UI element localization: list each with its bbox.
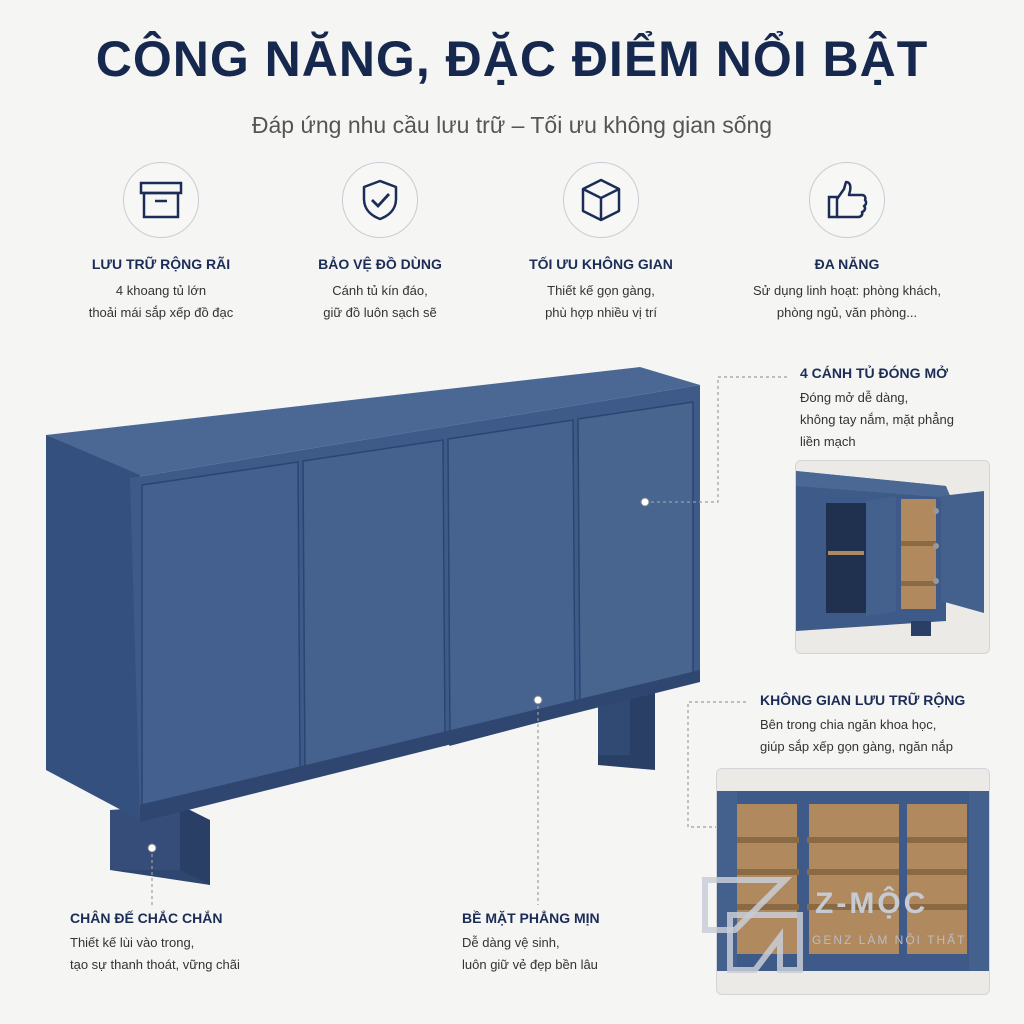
callout-desc-line: Đóng mở dễ dàng,: [800, 390, 909, 405]
callout-desc-line: Bên trong chia ngăn khoa học,: [760, 717, 937, 732]
thumbs-up-icon: [809, 162, 885, 238]
feature-desc-line: 4 khoang tủ lớn: [115, 283, 207, 298]
feature-desc-line: Thiết kế gọn gàng,: [547, 283, 655, 298]
callout-desc-line: liền mạch: [800, 434, 856, 449]
brand-logo-icon: [702, 877, 803, 973]
cabinet-door: [141, 461, 301, 806]
feature-desc-line: phòng ngủ, văn phòng...: [776, 305, 918, 320]
storage-box-icon: [123, 162, 199, 238]
callout-desc-line: Dễ dàng vệ sinh,: [462, 935, 560, 950]
callout-desc-line: giúp sắp xếp gọn gàng, ngăn nắp: [760, 739, 954, 754]
feature-multi: ĐA NĂNG Sử dụng linh hoạt: phòng khách, p…: [732, 162, 962, 324]
brand-watermark: Z-MỘC GENZ LÀM NỘI THẤT: [700, 875, 1000, 975]
callout-title: 4 CÁNH TỦ ĐÓNG MỞ: [800, 365, 949, 381]
feature-storage: LƯU TRỮ RỘNG RÃI 4 khoang tủ lớn thoải má…: [46, 162, 276, 324]
shield-check-icon: [342, 162, 418, 238]
cabinet-door: [577, 401, 694, 711]
feature-space: TỐI ƯU KHÔNG GIAN Thiết kế gọn gàng, phù …: [486, 162, 716, 324]
open-doors-photo: [795, 460, 990, 654]
callout-doors: 4 CÁNH TỦ ĐÓNG MỞ Đóng mở dễ dàng, không …: [800, 365, 954, 453]
interior-photo: [716, 768, 990, 995]
callout-interior: KHÔNG GIAN LƯU TRỮ RỘNG Bên trong chia n…: [760, 692, 965, 758]
feature-desc-line: Sử dụng linh hoạt: phòng khách,: [753, 283, 941, 298]
feature-title: TỐI ƯU KHÔNG GIAN: [529, 256, 673, 272]
callout-title: BỀ MẶT PHẲNG MỊN: [462, 910, 600, 926]
cabinet-door: [447, 419, 576, 746]
feature-title: ĐA NĂNG: [814, 256, 880, 272]
callout-desc-line: Thiết kế lùi vào trong,: [70, 935, 195, 950]
feature-protect: BẢO VỆ ĐỒ DÙNG Cánh tủ kín đáo, giữ đồ lu…: [265, 162, 495, 324]
cabinet-illustration: [46, 367, 790, 905]
page-subtitle: Đáp ứng nhu cầu lưu trữ – Tối ưu không g…: [251, 112, 773, 138]
feature-desc-line: thoải mái sắp xếp đồ đạc: [88, 305, 234, 320]
callout-title: KHÔNG GIAN LƯU TRỮ RỘNG: [760, 692, 966, 708]
callout-desc-line: luôn giữ vẻ đẹp bền lâu: [462, 957, 598, 972]
callout-surface: BỀ MẶT PHẲNG MỊN Dễ dàng vệ sinh, luôn gi…: [462, 910, 600, 976]
brand-name: Z-MỘC: [815, 887, 929, 920]
feature-title: LƯU TRỮ RỘNG RÃI: [91, 256, 231, 272]
feature-title: BẢO VỆ ĐỒ DÙNG: [318, 256, 442, 272]
callout-desc-line: tạo sự thanh thoát, vững chãi: [70, 957, 240, 972]
feature-desc-line: phù hợp nhiều vị trí: [545, 305, 657, 320]
callout-title: CHÂN ĐẾ CHẮC CHẮN: [70, 910, 223, 926]
feature-desc-line: Cánh tủ kín đáo,: [332, 283, 428, 298]
callout-desc-line: không tay nắm, mặt phẳng: [800, 412, 954, 427]
feature-desc-line: giữ đồ luôn sạch sẽ: [323, 305, 437, 320]
cube-icon: [563, 162, 639, 238]
page-title: CÔNG NĂNG, ĐẶC ĐIỂM NỔI BẬT: [95, 31, 929, 87]
brand-tagline: GENZ LÀM NỘI THẤT: [812, 933, 967, 947]
cabinet-door: [302, 439, 446, 771]
callout-base: CHÂN ĐẾ CHẮC CHẮN Thiết kế lùi vào trong…: [70, 910, 240, 976]
